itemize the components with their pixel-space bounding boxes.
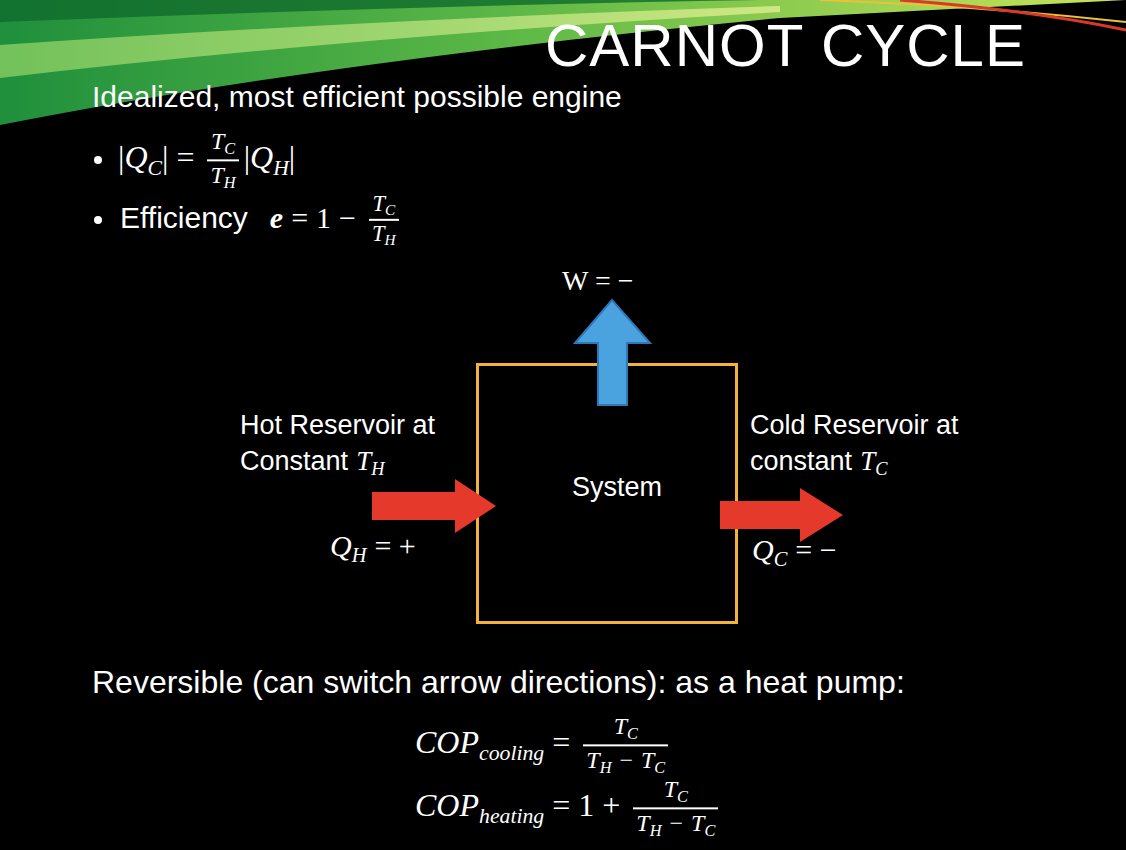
cop-cooling-formula: COPcooling=TCTH−TC (415, 712, 673, 777)
efficiency-formula: − (339, 201, 356, 234)
cold-reservoir-label: Cold Reservoir at constantTC (750, 407, 1012, 488)
work-label: W = − (562, 265, 634, 296)
heat-ratio-formula: Q (124, 139, 147, 175)
heat-out-label: = − (795, 533, 836, 566)
cop-heating-formula: heating (479, 804, 544, 828)
hot-reservoir-label: Hot Reservoir at ConstantTH (240, 407, 480, 488)
heat-ratio-formula: C (148, 156, 163, 180)
heat-out-label: QC = − (752, 533, 845, 571)
cop-heating-formula: H (650, 821, 662, 840)
cop-cooling-formula: C (654, 758, 665, 777)
heat-ratio-formula: = (176, 139, 194, 175)
fraction: TCTH−TC (633, 775, 718, 840)
heat-in-label: H (352, 544, 367, 566)
slide-title: CARNOT CYCLE (545, 16, 1026, 76)
cold-reservoir-label: C (875, 459, 887, 479)
heat-ratio-formula: H (273, 156, 289, 180)
numerator: TC (369, 191, 399, 219)
hot-reservoir-label: H (371, 459, 384, 479)
cop-heating-formula: − (669, 810, 683, 836)
cop-heating-formula: COP (415, 787, 479, 823)
efficiency-formula: Efficiency e=1−TCTH (120, 191, 404, 249)
system-box: System (476, 363, 738, 624)
cop-heating-formula: C (677, 787, 688, 806)
cop-cooling-formula: T (586, 747, 599, 773)
cop-cooling-formula: C (627, 724, 638, 743)
heat-out-label: Q (752, 533, 774, 566)
numerator: TC (207, 127, 238, 159)
cop-cooling-formula: = (552, 724, 570, 760)
heat-ratio-formula: H (224, 173, 236, 192)
fraction: TCTH−TC (583, 712, 668, 777)
fraction: TCTH (207, 127, 238, 192)
efficiency-formula: C (385, 201, 395, 218)
header-swoosh (0, 0, 1126, 125)
numerator: TC (583, 712, 668, 744)
cop-heating-formula: T (636, 810, 649, 836)
cop-heating-formula: T (691, 810, 704, 836)
efficiency-formula: H (385, 232, 396, 249)
cop-heating-formula: C (704, 821, 715, 840)
denominator: TH (369, 219, 399, 249)
cop-cooling-formula: T (641, 747, 654, 773)
efficiency-formula: T (372, 221, 385, 246)
heat-pump-text: Reversible (can switch arrow directions)… (92, 664, 905, 701)
work-label: W = − (562, 265, 634, 297)
denominator: TH−TC (583, 744, 668, 778)
heat-ratio-formula: | (162, 139, 168, 175)
heat-in-label: = + (374, 529, 415, 562)
cop-heating-formula: = 1 + (552, 787, 620, 823)
heat-in-arrow (372, 479, 496, 533)
cop-cooling-formula: cooling (479, 741, 544, 765)
cop-cooling-formula: H (600, 758, 612, 777)
heat-ratio-formula: | (118, 139, 124, 175)
efficiency-formula: 1 (316, 201, 331, 234)
work-arrow (575, 300, 650, 405)
system-label: System (572, 472, 662, 503)
bullet (94, 156, 102, 164)
heat-ratio-formula: T (210, 162, 223, 188)
heat-in-label: Q (330, 529, 352, 562)
heat-in-label: QH = + (330, 529, 424, 567)
denominator: TH−TC (633, 807, 718, 841)
hot-reservoir-label: T (356, 446, 371, 476)
heat-pump-text: Reversible (can switch arrow directions)… (92, 664, 905, 700)
intro-text: Idealized, most efficient possible engin… (92, 80, 622, 113)
heat-ratio-formula: | (289, 139, 295, 175)
denominator: TH (207, 159, 238, 193)
heat-out-label: C (774, 548, 788, 570)
efficiency-formula: Efficiency (120, 201, 248, 234)
cop-heating-formula: COPheating= 1 +TCTH−TC (415, 775, 723, 840)
cold-reservoir-label: Cold Reservoir at constant (750, 410, 959, 476)
intro-text: Idealized, most efficient possible engin… (92, 80, 622, 114)
numerator: TC (633, 775, 718, 807)
efficiency-formula: T (372, 191, 385, 216)
fraction: TCTH (369, 191, 399, 249)
heat-ratio-formula: T (211, 128, 224, 154)
heat-ratio-formula: Q (250, 139, 273, 175)
bullet (94, 216, 102, 224)
efficiency-formula: e (270, 201, 283, 234)
heat-ratio-formula: |QC|=TCTH|QH| (118, 127, 295, 192)
heat-ratio-formula: C (224, 139, 235, 158)
cold-reservoir-label: T (860, 446, 875, 476)
cop-cooling-formula: COP (415, 724, 479, 760)
cop-cooling-formula: T (614, 713, 627, 739)
heat-ratio-formula: | (244, 139, 250, 175)
cop-cooling-formula: − (619, 747, 633, 773)
hot-reservoir-label: Hot Reservoir at Constant (240, 410, 435, 476)
efficiency-formula: = (291, 201, 308, 234)
cop-heating-formula: T (664, 776, 677, 802)
